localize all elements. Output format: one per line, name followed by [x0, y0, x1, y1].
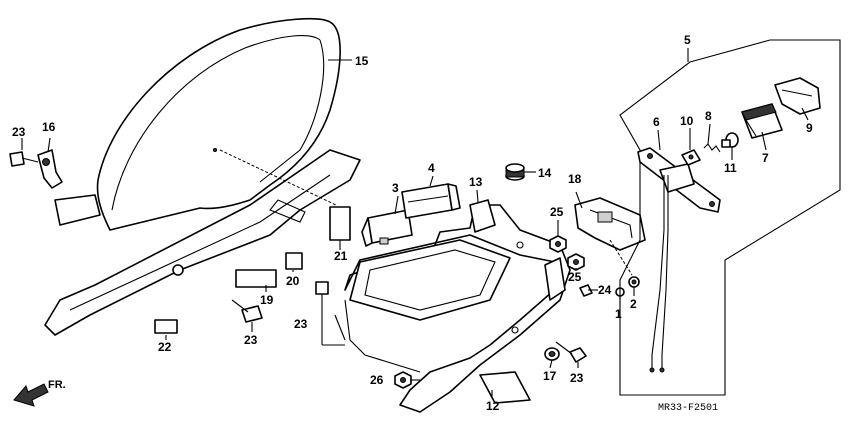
label-plate-21 [329, 206, 351, 241]
socket-10 [681, 149, 701, 166]
callout-26: 26 [370, 373, 384, 387]
callout-15: 15 [355, 54, 369, 68]
nut-25-lower [567, 253, 585, 271]
screw-24 [579, 284, 598, 297]
washer-2 [628, 276, 640, 288]
callout-2: 2 [630, 297, 637, 311]
spring-8 [703, 143, 721, 153]
callout-3: 3 [392, 181, 399, 195]
callout-19: 19 [260, 293, 274, 307]
control-unit-4 [401, 183, 461, 219]
rear-fender [44, 17, 361, 336]
callout-24: 24 [598, 283, 612, 297]
light-base-6 [637, 147, 721, 213]
callout-5: 5 [684, 33, 691, 47]
callout-17: 17 [543, 369, 557, 383]
grommet-14 [505, 163, 525, 181]
label-plate-20 [285, 252, 303, 270]
callout-7: 7 [762, 151, 769, 165]
bolt-23-left [9, 151, 39, 167]
bulb-11 [721, 132, 739, 148]
callout-21: 21 [334, 249, 348, 263]
callout-9: 9 [806, 121, 813, 135]
harness-wires [649, 175, 669, 373]
license-bracket-18 [574, 197, 646, 276]
callout-23-a: 23 [12, 125, 26, 139]
callout-13: 13 [469, 175, 483, 189]
callout-4: 4 [428, 161, 435, 175]
callout-22: 22 [158, 340, 172, 354]
label-plate-22 [154, 319, 178, 334]
nut-25-upper [549, 235, 567, 253]
clamp-bracket-16 [37, 149, 63, 189]
nut-26 [394, 371, 412, 389]
bolt-23-fender-inner [315, 281, 345, 346]
control-unit-3 [361, 209, 413, 247]
diagram-code: MR33-F2501 [658, 403, 718, 414]
callout-25-a: 25 [550, 205, 564, 219]
bolt-23-center [231, 299, 263, 323]
callout-14: 14 [538, 166, 552, 180]
assembly-frame-5 [619, 39, 841, 396]
front-direction-arrow: FR. [13, 379, 66, 407]
collar-17 [544, 347, 560, 361]
lens-7 [741, 103, 783, 139]
bolt-23-right [555, 341, 587, 363]
label-plate-19 [235, 269, 277, 288]
callout-23-c: 23 [244, 333, 258, 347]
cover-9 [774, 77, 821, 115]
callout-1: 1 [615, 307, 622, 321]
callout-25-b: 25 [568, 270, 582, 284]
callout-20: 20 [286, 274, 300, 288]
callout-23-d: 23 [570, 371, 584, 385]
callout-numbers: 15 23 16 21 19 20 23 22 23 3 4 13 14 25 … [12, 33, 813, 413]
callout-23-b: 23 [294, 317, 308, 331]
callout-6: 6 [653, 115, 660, 129]
callout-12: 12 [486, 399, 500, 413]
callout-11: 11 [724, 161, 737, 175]
leader-lines [21, 48, 809, 398]
callout-8: 8 [705, 109, 712, 123]
callout-10: 10 [680, 114, 694, 128]
callout-18: 18 [568, 172, 582, 186]
callout-16: 16 [42, 120, 56, 134]
direction-label: FR. [48, 379, 66, 391]
inner-fender-13 [334, 199, 571, 413]
